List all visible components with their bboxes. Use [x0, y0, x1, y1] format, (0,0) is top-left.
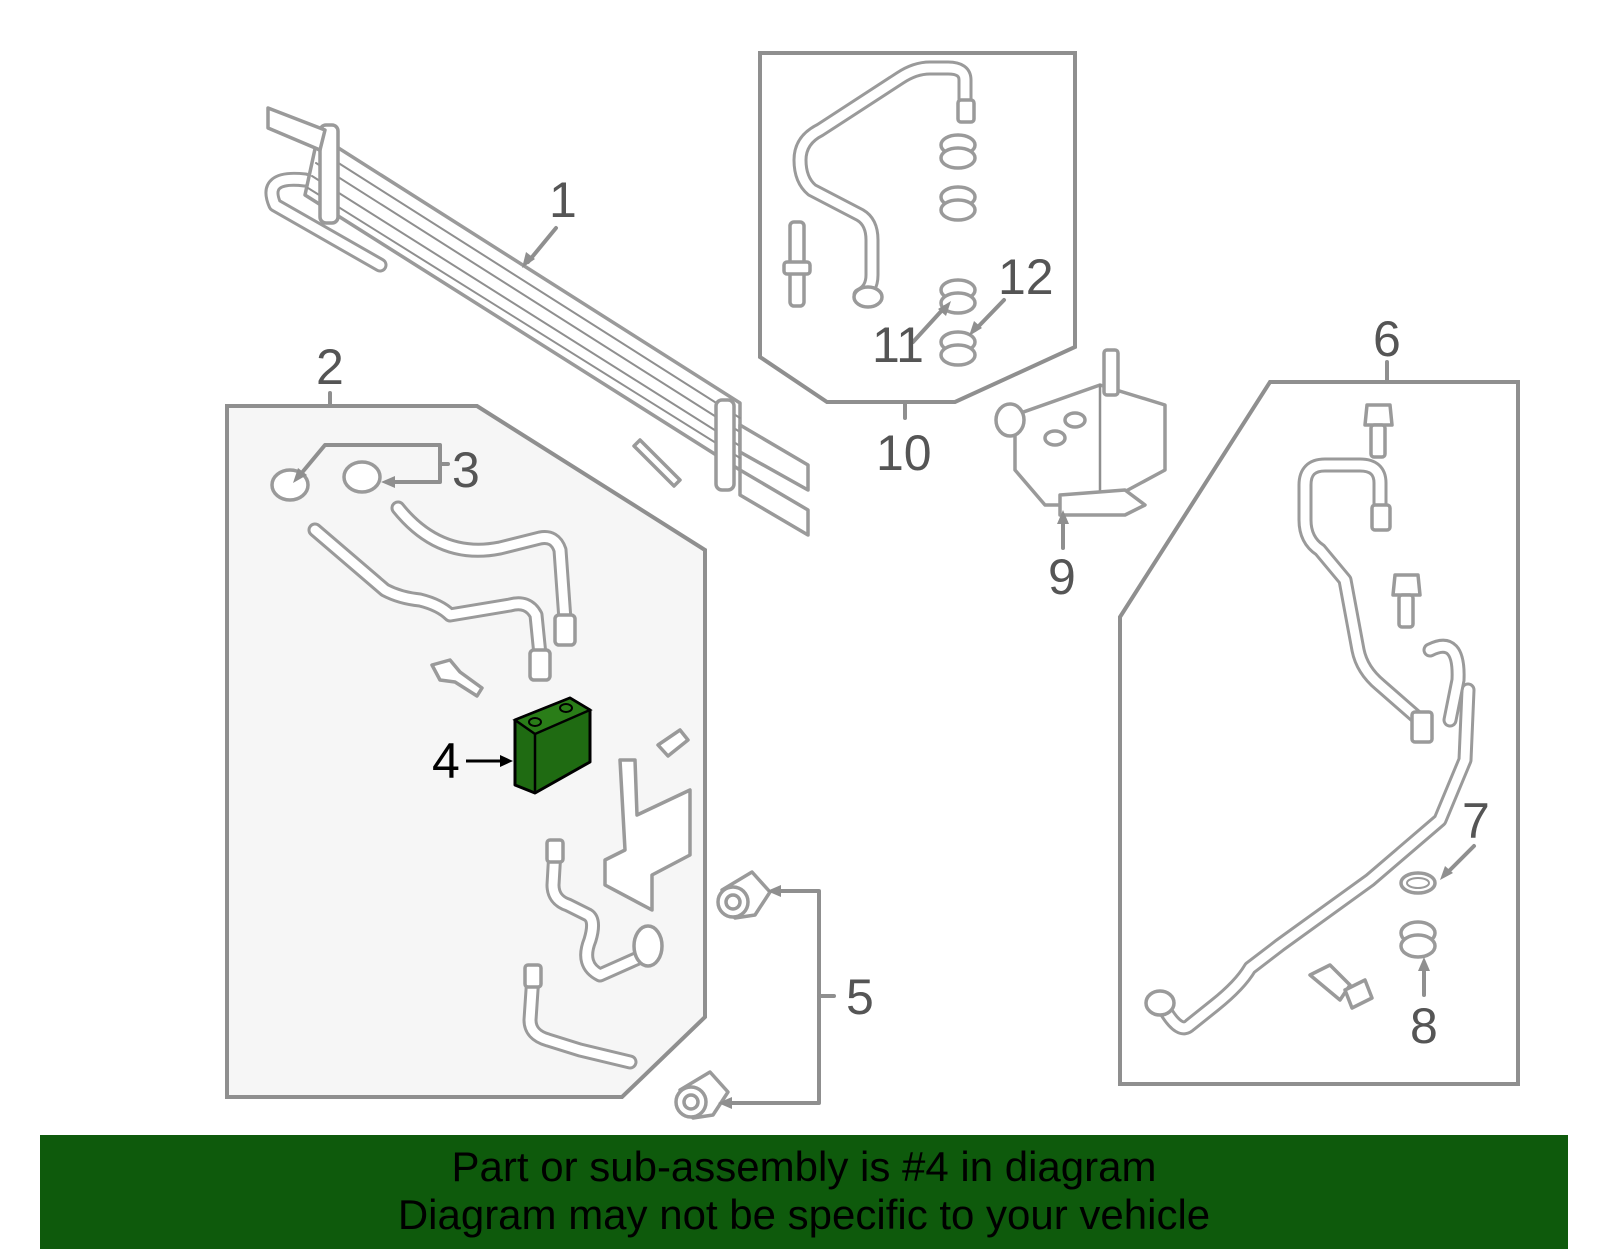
- seal-part-8[interactable]: [1399, 920, 1437, 959]
- callout-7: 7: [1462, 793, 1490, 849]
- callout-3: 3: [452, 442, 480, 498]
- callout-10: 10: [876, 425, 932, 481]
- cooler-tube-part-2[interactable]: [522, 838, 664, 1070]
- seal-part-12[interactable]: [939, 330, 977, 367]
- transmission-cooler-part-1[interactable]: [264, 106, 810, 537]
- panel-group-10: [758, 51, 1077, 404]
- banner-disclaimer: Diagram may not be specific to your vehi…: [397, 1191, 1211, 1238]
- cooler-line-part-10[interactable]: [782, 60, 976, 309]
- panel-group-6: [1118, 380, 1520, 1086]
- seal-part-11[interactable]: [939, 278, 977, 315]
- callout-8: 8: [1410, 998, 1438, 1054]
- grommet-part-5[interactable]: [674, 870, 772, 1120]
- callout-5: 5: [846, 969, 874, 1025]
- callout-11: 11: [872, 317, 924, 373]
- panel-group-2: [225, 404, 707, 1099]
- callout-1: 1: [549, 172, 577, 228]
- banner-part-note: Part or sub-assembly is #4 in diagram: [451, 1143, 1157, 1190]
- parts-diagram: 1 2 3 4 5 6 7 8 9 10 11 12: [225, 51, 1520, 1120]
- cooler-housing-part-9[interactable]: [994, 348, 1167, 517]
- bolts-part-6[interactable]: [1308, 403, 1422, 1010]
- callout-9: 9: [1048, 549, 1076, 605]
- o-ring-part-7[interactable]: [1399, 871, 1437, 895]
- callout-4: 4: [432, 733, 460, 789]
- callout-2: 2: [316, 339, 344, 395]
- info-banner: Part or sub-assembly is #4 in diagram Di…: [40, 1135, 1568, 1249]
- highlighted-part-4[interactable]: [512, 696, 593, 795]
- bracket-part-2[interactable]: [603, 758, 692, 912]
- callout-6: 6: [1373, 311, 1401, 367]
- bolt-icon: [430, 658, 484, 698]
- washer-seals-part-10[interactable]: [939, 133, 977, 222]
- cooler-hose-part-2[interactable]: [307, 500, 577, 682]
- leader-lines: [293, 226, 1476, 1109]
- callout-12: 12: [998, 249, 1054, 305]
- cooler-line-part-6[interactable]: [1144, 457, 1476, 1036]
- small-bolt-icon: [656, 728, 690, 758]
